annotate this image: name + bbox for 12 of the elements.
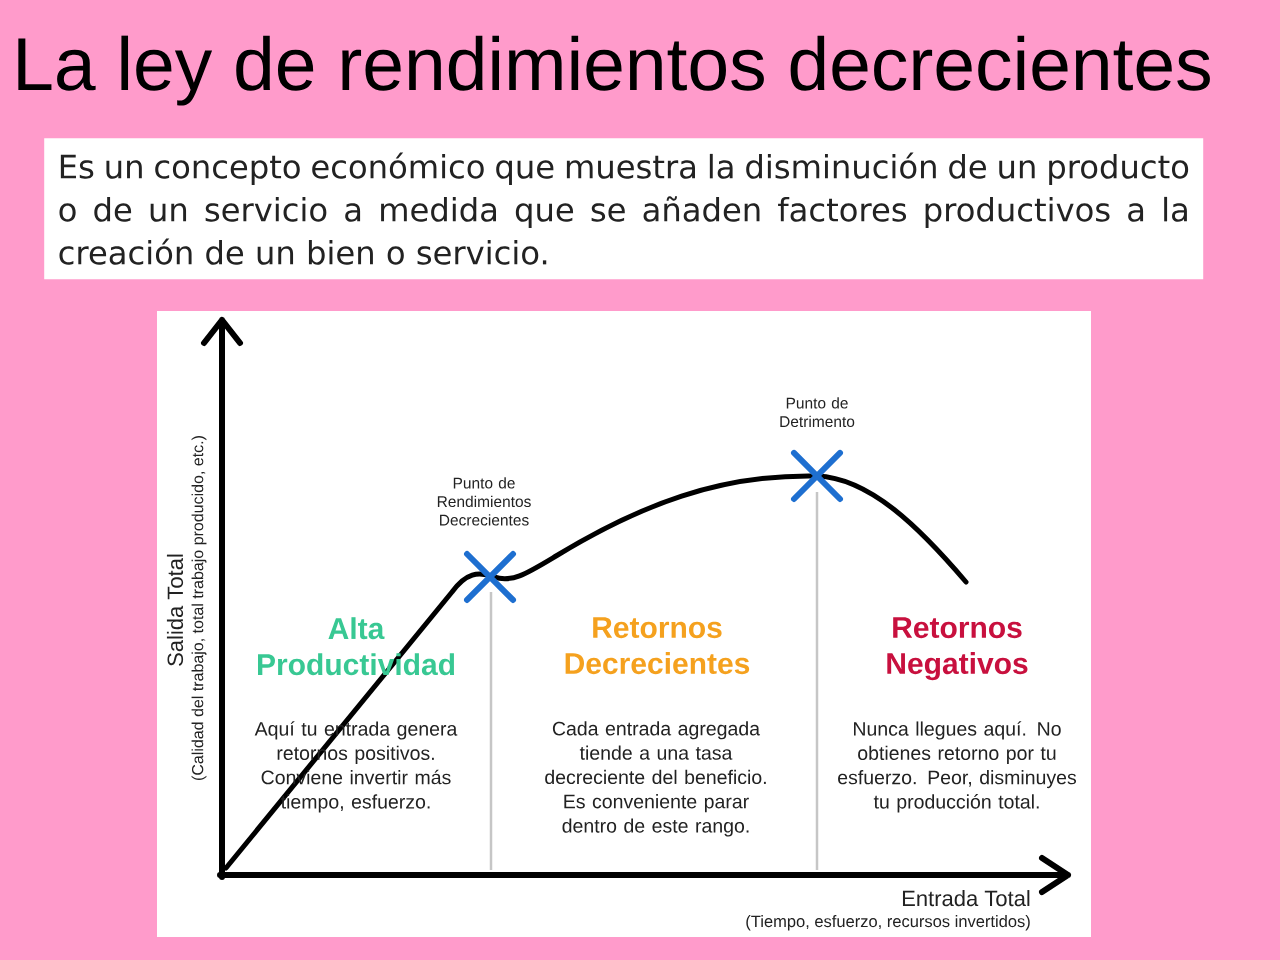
region-heading: Retornos Negativos bbox=[887, 617, 1028, 681]
axis-subtitle: (Tiempo, esfuerzo, recursos invertidos) bbox=[746, 915, 1030, 931]
region-heading: Retornos Decrecientes bbox=[565, 617, 750, 675]
region-description: Cada entrada agregada tiende a una tasa decreciente del beneficio. Es conveniente parar dentro de este rango. bbox=[545, 721, 766, 837]
axis-title: Entrada Total bbox=[902, 890, 1030, 907]
axis-title: Salida Total bbox=[166, 554, 184, 666]
description-box: Es un concepto económico que muestra la disminución de un producto o de un servicio a medida que se añaden factores productivos a la creación de un bien o servicio. bbox=[44, 138, 1204, 280]
annotation-label: Punto de Rendimientos Decrecientes bbox=[437, 477, 531, 526]
region-description: Nunca llegues aquí. No obtienes retorno por tu esfuerzo. Peor, disminuyes tu producción total. bbox=[838, 721, 1077, 813]
page-title: La ley de rendimientos decrecientes bbox=[18, 35, 1210, 106]
axis-subtitle: (Calidad del trabajo, total trabajo producido, etc.) bbox=[191, 436, 207, 780]
annotation-label: Punto de Detrimento bbox=[780, 397, 855, 428]
